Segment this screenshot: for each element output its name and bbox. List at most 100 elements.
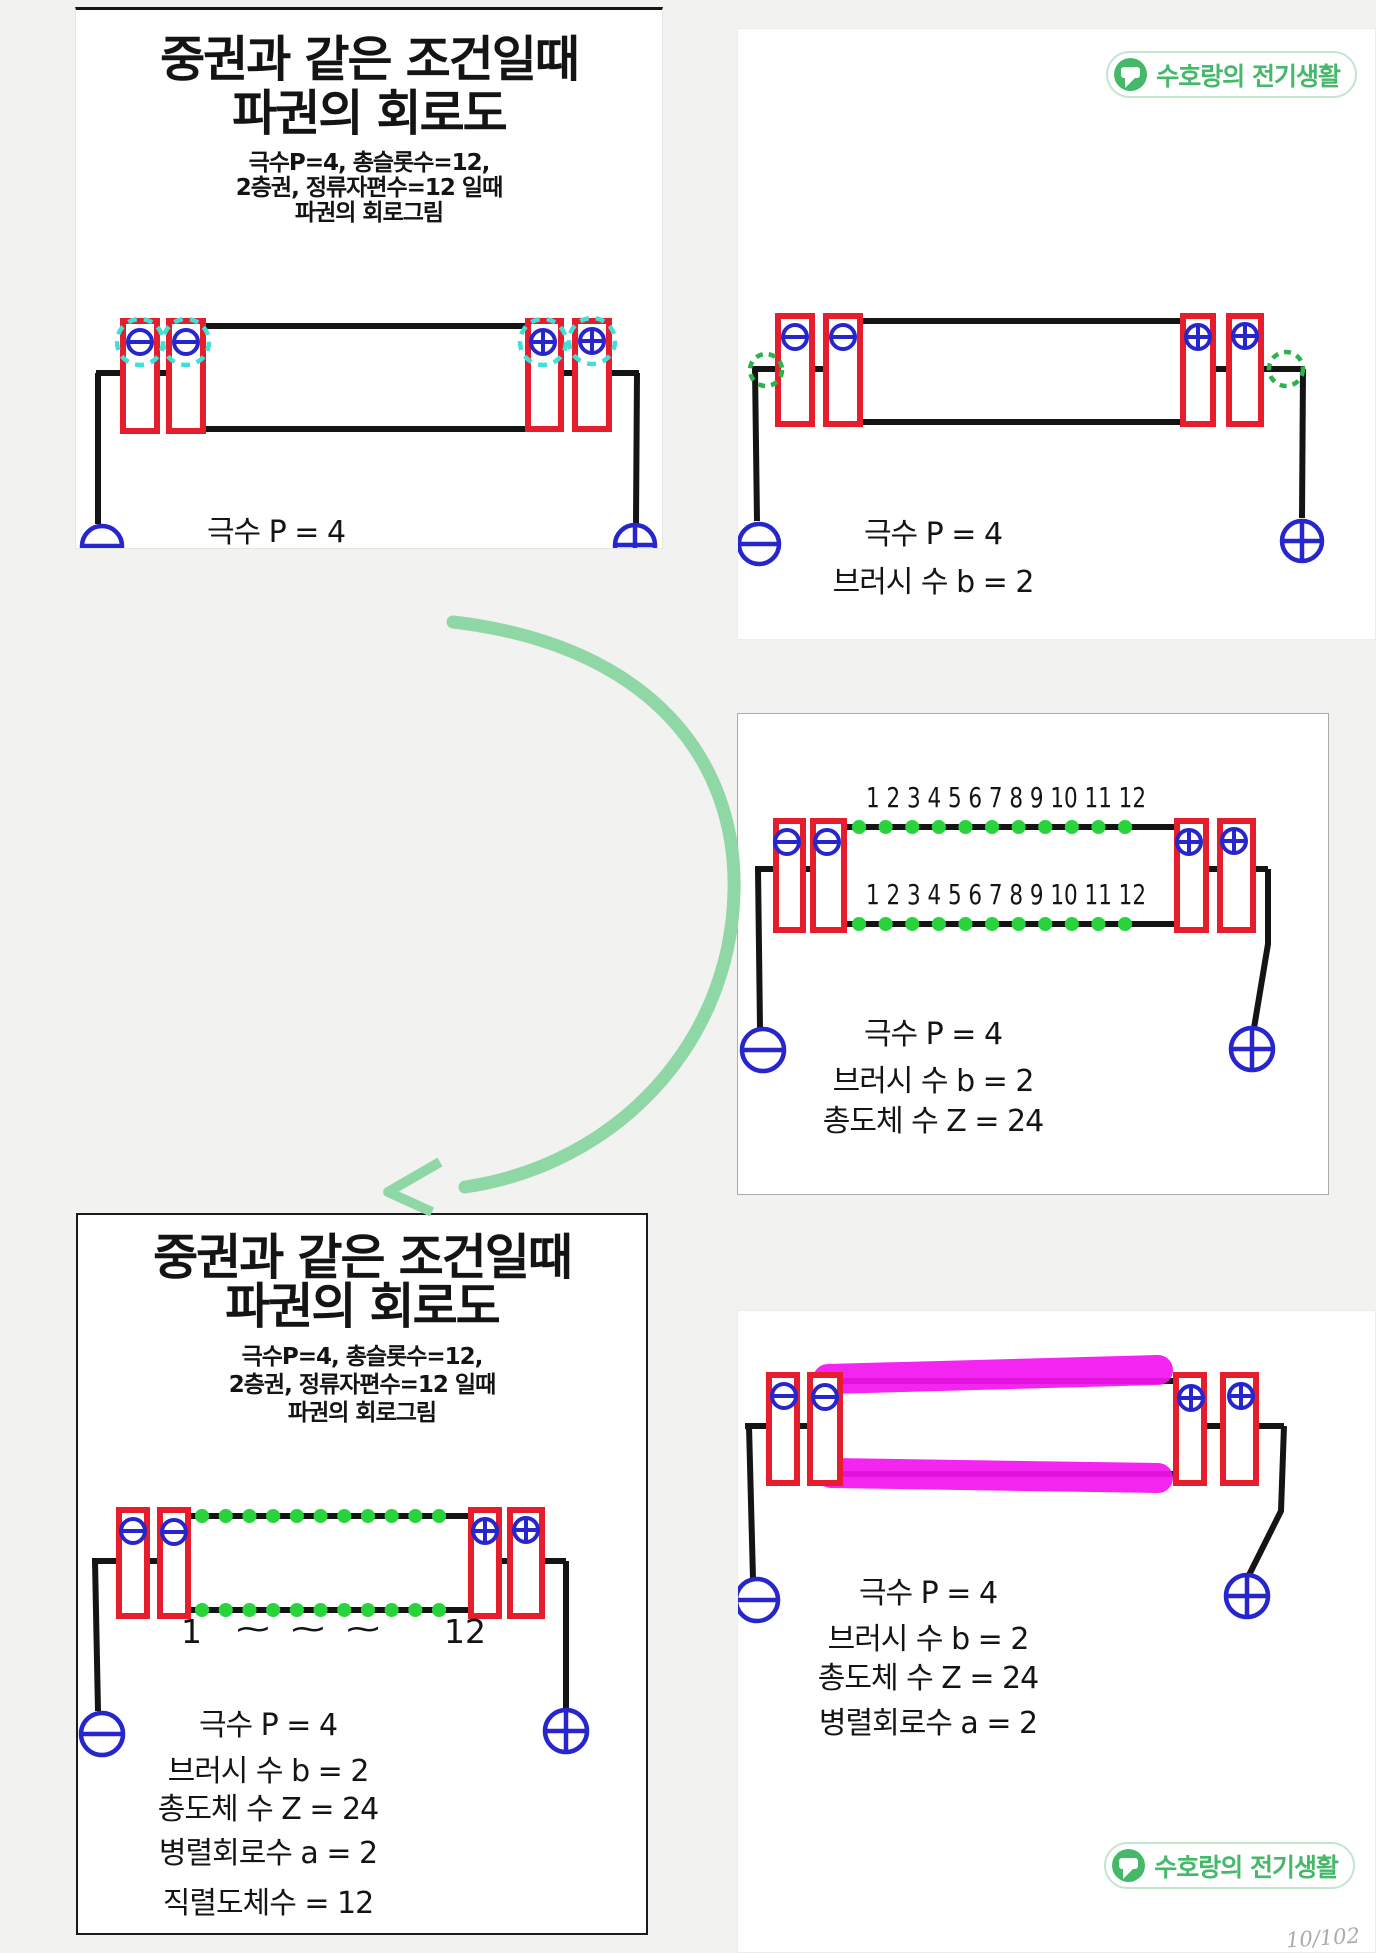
plus-brush-icon: [578, 327, 606, 355]
brush-polarity-icons: [773, 827, 1248, 856]
terminals: [738, 1572, 1271, 1624]
panel-top-left: 중권과 같은 조건일때 파권의 회로도 극수P=4, 총슬롯수=12, 2층권,…: [75, 7, 663, 550]
green-curved-arrow-icon: [383, 615, 741, 1217]
plus-brush-icon: [1227, 1382, 1255, 1410]
minus-terminal-icon: [79, 523, 125, 548]
magenta-highlight: [816, 1458, 1173, 1493]
minus-brush-icon: [172, 328, 200, 356]
armature-wires: [95, 323, 640, 524]
brush-polarity-icons: [770, 1382, 1255, 1412]
channel-logo: 수호랑의 전기생활: [1106, 51, 1357, 98]
panel2-brush-label: 브러시 수 b = 2: [832, 565, 1035, 600]
plus-terminal-icon: [1223, 1572, 1271, 1620]
dashed-circle-icon: [160, 316, 212, 368]
panel4-subtitle-2: 2층권, 정류자편수=12 일때: [228, 1372, 496, 1398]
panel5-parallel-label: 병렬회로수 a = 2: [818, 1706, 1038, 1741]
panel3-brush-label: 브러시 수 b = 2: [832, 1064, 1035, 1099]
circuit-diagram-poles: [79, 315, 658, 548]
panel1-pole-label: 극수 P = 4: [206, 515, 346, 550]
plus-brush-icon: [512, 1516, 540, 1544]
panel4-title-line1: 중권과 같은 조건일때: [153, 1229, 573, 1286]
plus-brush-icon: [1177, 1384, 1205, 1412]
channel-logo-text: 수호랑의 전기생활: [1156, 61, 1341, 91]
magenta-highlight: [813, 1355, 1173, 1394]
panel4-conductor-label: 총도체 수 Z = 24: [157, 1792, 379, 1827]
circuit-diagram-parallel-paths: [738, 1355, 1287, 1624]
panel4-pole-label: 극수 P = 4: [198, 1708, 338, 1743]
dashed-circle-icon: [1266, 349, 1306, 389]
panel3-pole-label: 극수 P = 4: [863, 1017, 1003, 1052]
speech-bubble-icon: [1114, 58, 1148, 91]
panel5-conductor-label: 총도체 수 Z = 24: [817, 1661, 1039, 1696]
page-number: 10/102: [1285, 1923, 1361, 1953]
plus-brush-icon: [1184, 323, 1212, 351]
panel4-subtitle-1: 극수P=4, 총슬롯수=12,: [241, 1344, 484, 1370]
speech-bubble-icon: [1112, 1849, 1146, 1882]
segment-number-first: 1: [181, 1612, 202, 1651]
plus-terminal-icon: [1228, 1025, 1276, 1073]
conductor-dots: [852, 820, 1158, 931]
brush-polarity-icons: [119, 1516, 540, 1546]
minus-brush-icon: [126, 328, 154, 356]
plus-terminal-icon: [1279, 518, 1325, 564]
panel5-brush-label: 브러시 수 b = 2: [827, 1622, 1030, 1657]
brush-polarity-icons: [781, 322, 1259, 351]
commutator-numbers-bottom: 1 2 3 4 5 6 7 8 9 10 11 12: [866, 878, 1146, 911]
panel3-conductor-label: 총도체 수 Z = 24: [822, 1104, 1044, 1139]
conductor-dots: [195, 1509, 469, 1617]
panel2-pole-label: 극수 P = 4: [863, 517, 1003, 552]
plus-brush-icon: [1175, 828, 1203, 856]
circuit-diagram-conductors: 1 2 3 4 5 6 7 8 9 10 11 12 1 2 3 4 5 6 7…: [739, 781, 1276, 1074]
panel-top-right: 수호랑의 전기생활: [737, 28, 1376, 640]
segment-tildes: ~ ~ ~: [233, 1612, 383, 1647]
panel4-title-line2: 파권의 회로도: [225, 1278, 501, 1335]
cyan-highlight-circles: [114, 315, 618, 368]
minus-terminal-icon: [78, 1710, 126, 1758]
minus-terminal-icon: [739, 1026, 787, 1074]
circuit-diagram-summary: 1 ~ ~ ~ 12: [78, 1507, 590, 1758]
minus-brush-icon: [781, 323, 809, 351]
panel4-subtitle-3: 파권의 회로그림: [287, 1400, 437, 1426]
panel-middle-right: 1 2 3 4 5 6 7 8 9 10 11 12 1 2 3 4 5 6 7…: [737, 713, 1329, 1195]
panel-bottom-right: 극수 P = 4 브러시 수 b = 2 총도체 수 Z = 24 병렬회로수 …: [737, 1310, 1376, 1953]
panel1-title-line1: 중권과 같은 조건일때: [160, 31, 580, 88]
armature-wires: [752, 318, 1306, 522]
minus-brush-icon: [813, 828, 841, 856]
dashed-circle-icon: [566, 315, 618, 367]
magenta-highlight-strokes: [813, 1355, 1173, 1493]
plus-terminal-icon: [612, 522, 658, 548]
minus-brush-icon: [770, 1382, 798, 1410]
green-highlight-circles: [747, 349, 1306, 389]
dashed-circle-icon: [517, 316, 569, 368]
channel-logo-text: 수호랑의 전기생활: [1154, 1852, 1339, 1882]
panel4-parallel-label: 병렬회로수 a = 2: [158, 1836, 378, 1871]
minus-terminal-icon: [738, 1576, 781, 1624]
plus-brush-icon: [1220, 827, 1248, 855]
plus-terminal-icon: [542, 1707, 590, 1755]
terminals: [79, 522, 658, 548]
plus-brush-icon: [529, 328, 557, 356]
plus-brush-icon: [1231, 322, 1259, 350]
commutator-numbers-top: 1 2 3 4 5 6 7 8 9 10 11 12: [866, 781, 1146, 814]
panel1-subtitle-3: 파권의 회로그림: [294, 200, 444, 226]
minus-brush-icon: [119, 1517, 147, 1545]
plus-brush-icon: [471, 1517, 499, 1545]
terminals: [78, 1707, 590, 1758]
panel1-subtitle-1: 극수P=4, 총슬롯수=12,: [248, 150, 491, 176]
panel5-pole-label: 극수 P = 4: [858, 1576, 998, 1611]
minus-brush-icon: [811, 1383, 839, 1411]
segment-number-last: 12: [444, 1612, 486, 1651]
dashed-circle-icon: [747, 351, 785, 389]
panel1-title-line2: 파권의 회로도: [232, 85, 508, 142]
panel-bottom-left: 중권과 같은 조건일때 파권의 회로도 극수P=4, 총슬롯수=12, 2층권,…: [76, 1213, 648, 1935]
minus-brush-icon: [773, 828, 801, 856]
panel1-subtitle-2: 2층권, 정류자편수=12 일때: [235, 175, 503, 201]
circuit-diagram-brushes: [738, 313, 1325, 567]
terminals: [739, 1025, 1276, 1074]
channel-logo: 수호랑의 전기생활: [1104, 1842, 1355, 1889]
terminals: [738, 518, 1325, 567]
minus-brush-icon: [160, 1518, 188, 1546]
panel4-series-label: 직렬도체수 = 12: [162, 1886, 374, 1921]
brush-polarity-icons: [126, 327, 606, 356]
